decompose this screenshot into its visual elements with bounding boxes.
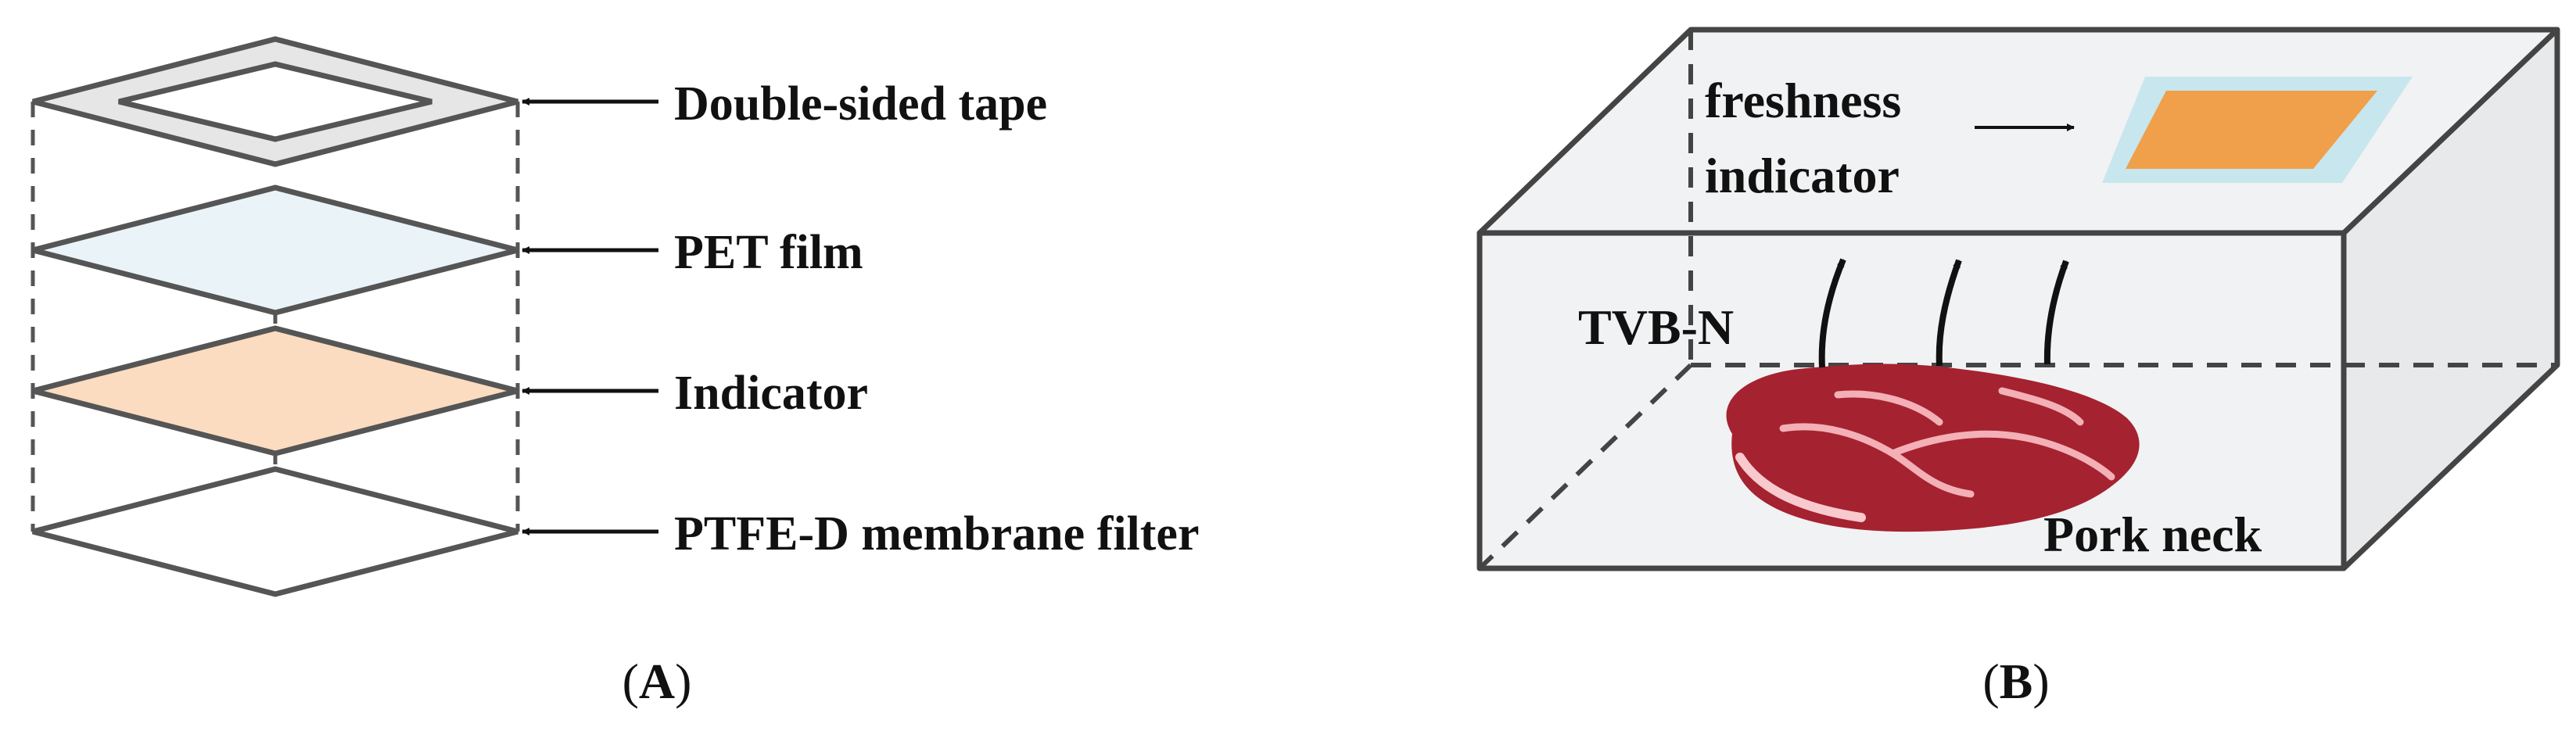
- panel-b: freshness indicator TVB-N Pork neck (B): [1476, 27, 2560, 709]
- label-indicator: Indicator: [674, 367, 868, 420]
- layer-double-sided-tape: [32, 36, 518, 167]
- layer-ptfe-membrane: [32, 466, 518, 597]
- layer-indicator: [32, 325, 518, 457]
- panel-label-a: (A): [622, 654, 692, 709]
- layer-pet-film: [32, 184, 518, 316]
- meat-fat-marbling: [1779, 387, 2115, 498]
- indicator-label-line1: freshness: [1705, 73, 1901, 128]
- label-pet-film: PET film: [674, 226, 863, 279]
- gas-label-tvbn: TVB-N: [1578, 299, 1734, 355]
- freshness-indicator-inner: [2126, 91, 2377, 169]
- panel-a: Double-sided tape PET film Indicator PTF…: [30, 36, 1199, 709]
- meat-fat-edge: [1735, 453, 1866, 522]
- indicator-label-line2: indicator: [1705, 148, 1900, 203]
- label-double-sided-tape: Double-sided tape: [674, 77, 1047, 131]
- tvbn-arrow-2: [1936, 259, 1962, 367]
- tvbn-arrow-1: [1818, 258, 1846, 368]
- pork-neck-image: [1726, 364, 2140, 532]
- meat-body: [1726, 364, 2140, 532]
- tvbn-arrow-3: [2043, 260, 2069, 365]
- label-ptfe-membrane: PTFE-D membrane filter: [674, 507, 1199, 561]
- sample-label-pork-neck: Pork neck: [2043, 507, 2262, 562]
- panel-label-b: (B): [1982, 654, 2049, 709]
- hidden-edge-diagonal: [1477, 363, 1693, 571]
